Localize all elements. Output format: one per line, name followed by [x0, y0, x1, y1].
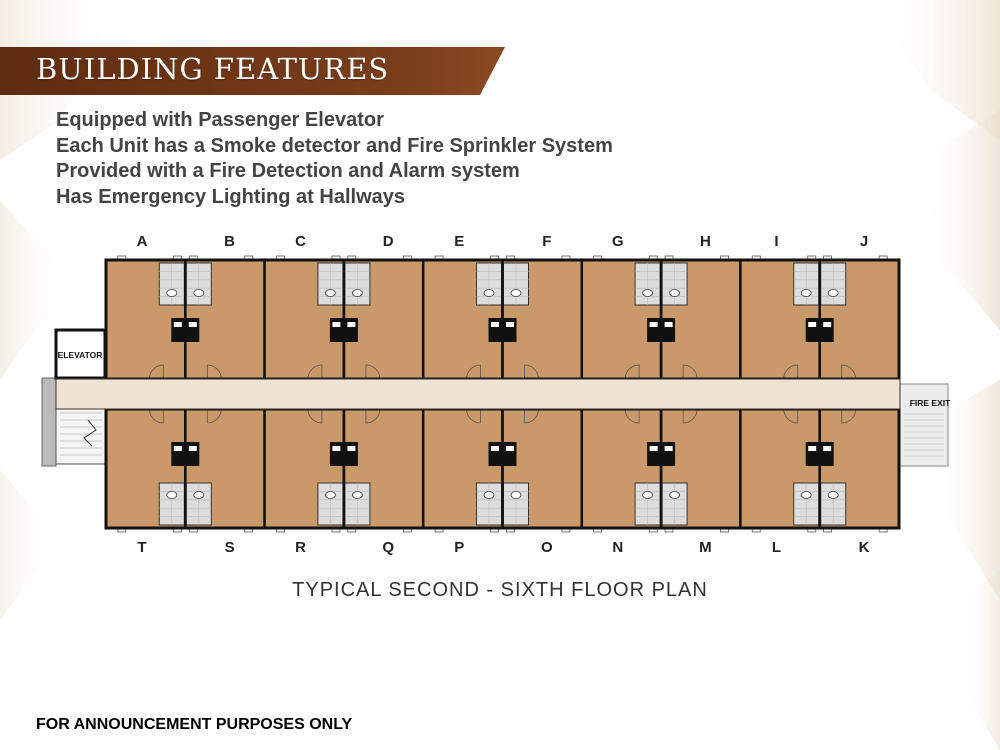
unit-door [206, 408, 222, 424]
footer-disclaimer: FOR ANNOUNCEMENT PURPOSES ONLY [36, 716, 353, 733]
unit-letter-label: E [454, 233, 464, 250]
toilet-fixture [351, 491, 363, 499]
unit-door [148, 408, 164, 424]
toilet-fixture [483, 491, 495, 499]
unit-door [682, 364, 698, 380]
unit-door [624, 364, 640, 380]
kitchen-appliance [186, 318, 200, 342]
unit-letter-label: S [225, 539, 235, 556]
hallway-corridor [55, 378, 901, 410]
unit-letter-label: G [612, 233, 624, 250]
kitchen-appliance [805, 318, 819, 342]
kitchen-appliance [344, 318, 358, 342]
unit-door [624, 408, 640, 424]
unit-door [466, 364, 481, 380]
toilet-fixture [166, 491, 178, 499]
unit-door [466, 408, 481, 424]
unit-door [365, 408, 381, 424]
kitchen-appliance [503, 318, 517, 342]
unit-letter-label: A [137, 233, 148, 250]
toilet-fixture [510, 289, 522, 297]
unit-door [148, 364, 164, 380]
toilet-fixture [324, 491, 336, 499]
kitchen-appliance [820, 442, 834, 466]
toilet-fixture [800, 491, 812, 499]
toilet-fixture [669, 491, 680, 499]
toilet-fixture [483, 289, 495, 297]
kitchen-appliance [329, 442, 343, 466]
toilet-fixture [827, 491, 839, 499]
unit-letter-label: K [859, 539, 870, 556]
kitchen-appliance [662, 442, 676, 466]
toilet-fixture [510, 491, 522, 499]
toilet-fixture [827, 289, 839, 297]
unit-letter-label: L [772, 539, 781, 556]
feature-item: Each Unit has a Smoke detector and Fire … [56, 134, 613, 157]
elevator-shaft: ELEVATOR [54, 328, 107, 380]
kitchen-appliance [503, 442, 517, 466]
unit-door [206, 364, 222, 380]
unit-letter-label: T [137, 539, 146, 556]
unit-door [307, 364, 323, 380]
unit-letter-label: I [774, 233, 778, 250]
kitchen-appliance [329, 318, 343, 342]
elevator-label: ELEVATOR [58, 350, 103, 360]
unit-door [841, 408, 857, 424]
page-title: BUILDING FEATURES [36, 52, 390, 86]
fire-exit-stairwell: FIRE EXIT [899, 383, 951, 467]
unit-letter-label: N [612, 539, 623, 556]
toilet-fixture [166, 289, 178, 297]
kitchen-appliance [820, 318, 834, 342]
kitchen-appliance [805, 442, 819, 466]
unit-door [524, 408, 539, 424]
feature-item: Equipped with Passenger Elevator [56, 109, 384, 131]
unit-letter-label: D [383, 233, 394, 250]
unit-door [682, 408, 698, 424]
kitchen-appliance [488, 318, 502, 342]
toilet-fixture [193, 289, 205, 297]
unit-door [841, 364, 857, 380]
feature-item: Has Emergency Lighting at Hallways [56, 185, 405, 208]
unit-letter-label: M [699, 539, 712, 556]
unit-letter-label: O [541, 539, 553, 556]
unit-letter-label: R [295, 539, 306, 556]
toilet-fixture [669, 289, 680, 297]
unit-door [307, 408, 323, 424]
kitchen-appliance [647, 318, 661, 342]
toilet-fixture [193, 491, 205, 499]
fire-exit-label: FIRE EXIT [910, 398, 951, 408]
feature-item: Provided with a Fire Detection and Alarm… [56, 160, 520, 182]
floor-plan-caption: TYPICAL SECOND - SIXTH FLOOR PLAN [292, 579, 708, 601]
title-banner [0, 47, 505, 95]
unit-door [783, 364, 799, 380]
toilet-fixture [351, 289, 363, 297]
kitchen-appliance [647, 442, 661, 466]
kitchen-appliance [344, 442, 358, 466]
kitchen-appliance [171, 442, 185, 466]
kitchen-appliance [186, 442, 200, 466]
toilet-fixture [642, 491, 653, 499]
unit-door [365, 364, 381, 380]
kitchen-appliance [488, 442, 502, 466]
unit-letter-label: Q [382, 539, 394, 556]
unit-letter-label: F [542, 233, 551, 250]
toilet-fixture [642, 289, 653, 297]
kitchen-appliance [171, 318, 185, 342]
kitchen-appliance [662, 318, 676, 342]
unit-letter-label: J [860, 233, 868, 250]
unit-door [783, 408, 799, 424]
toilet-fixture [800, 289, 812, 297]
unit-letter-label: C [295, 233, 306, 250]
unit-door [524, 364, 539, 380]
feature-list: Equipped with Passenger Elevator Each Un… [56, 108, 613, 210]
unit-letter-label: P [454, 539, 464, 556]
toilet-fixture [324, 289, 336, 297]
unit-letter-label: B [224, 233, 235, 250]
unit-letter-label: H [700, 233, 711, 250]
